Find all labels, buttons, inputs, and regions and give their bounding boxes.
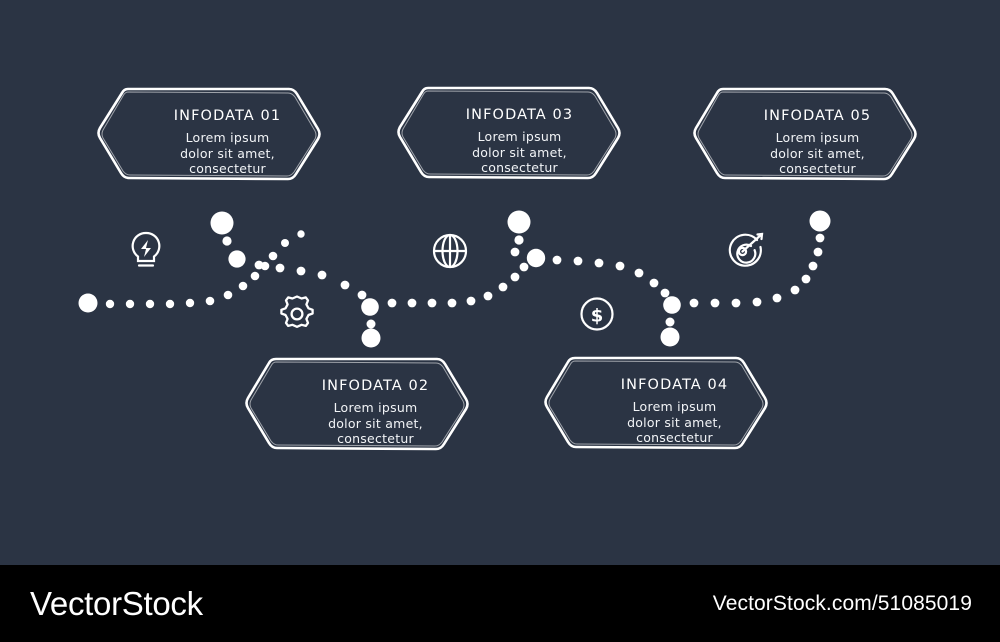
gear-settings-icon — [280, 295, 314, 328]
lightbulb-idea-icon — [131, 231, 161, 267]
infographic-canvas: $ INFODATA 01 Lorem ipsum dolor sit amet… — [0, 0, 1000, 565]
vectorstock-url-text: VectorStock.com/51085019 — [712, 591, 972, 615]
dotted-path — [78, 210, 831, 348]
card-outline-infodata-01[interactable] — [97, 87, 321, 181]
card-outline-infodata-04[interactable] — [544, 356, 768, 450]
card-outline-infodata-05[interactable] — [693, 87, 917, 181]
target-goal-icon — [728, 232, 764, 267]
globe-world-icon — [432, 233, 468, 269]
vectorstock-logo-text: VectorStock — [30, 584, 203, 622]
svg-text:$: $ — [591, 306, 604, 327]
dollar-coin-icon: $ — [580, 297, 614, 331]
watermark-footer: VectorStock VectorStock.com/51085019 — [0, 565, 1000, 642]
card-outline-infodata-03[interactable] — [397, 86, 621, 180]
infographic-artwork: $ — [78, 86, 917, 451]
card-outline-infodata-02[interactable] — [245, 357, 469, 451]
